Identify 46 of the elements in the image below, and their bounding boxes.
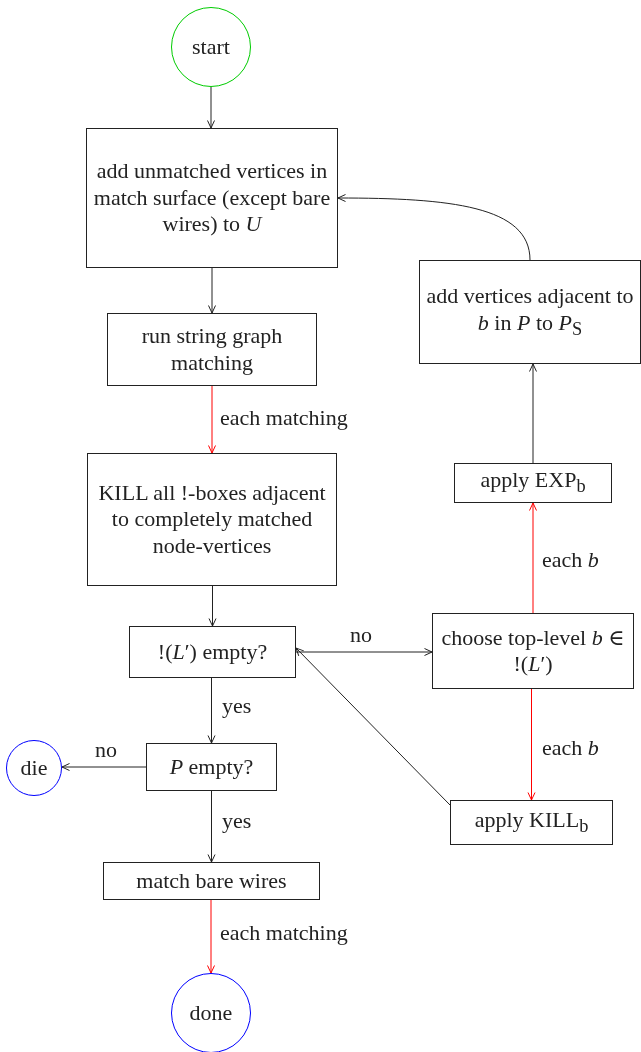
process-box	[107, 313, 317, 386]
process-box	[86, 128, 338, 268]
arrow	[207, 790, 216, 863]
node-label: match bare wires	[136, 867, 287, 895]
edge-label: no	[95, 737, 117, 764]
node-label: !(L′) empty?	[157, 638, 268, 666]
process-box	[129, 626, 296, 678]
process-box	[432, 613, 634, 689]
process-box	[87, 453, 337, 586]
process-box	[419, 260, 641, 364]
node-label: run string graph matching	[140, 323, 284, 376]
arrow	[207, 899, 215, 974]
node-label: KILL all !-boxes adjacent to completely matched node-vertices	[97, 479, 327, 560]
node-label: apply KILL$_{b}$	[474, 806, 589, 839]
node-label: add unmatched vertices in match surface (except bare wires) to U	[93, 158, 331, 238]
edge-label: each b	[542, 735, 599, 762]
terminal-circle	[6, 740, 62, 796]
arrow	[208, 267, 216, 314]
edge-label: yes	[222, 693, 252, 720]
node-label: start	[192, 33, 230, 61]
edge-label: no	[350, 622, 372, 649]
arrow	[529, 363, 537, 464]
arrow	[61, 763, 147, 771]
process-box	[450, 800, 613, 845]
node-label: add vertices adjacent to b in P to P$_{S}$	[426, 283, 634, 341]
arrow	[207, 677, 216, 744]
arrow	[207, 86, 215, 129]
arrow	[208, 385, 216, 454]
process-box	[103, 862, 320, 900]
arrow	[529, 502, 537, 614]
arrow	[208, 585, 217, 627]
node-label: done	[189, 999, 233, 1027]
node-label: choose top-level b ∈ !(L′)	[440, 624, 626, 678]
node-label: die	[20, 754, 48, 782]
process-box	[146, 743, 277, 791]
arrow	[295, 648, 433, 656]
node-label: apply EXP$_{b}$	[480, 467, 586, 499]
arrow	[337, 194, 531, 261]
arrow	[295, 647, 451, 806]
edge-label: yes	[222, 808, 252, 835]
arrow	[527, 688, 536, 801]
node-label: P empty?	[169, 753, 254, 781]
edge-label: each b	[542, 547, 599, 574]
edge-label: each matching	[220, 920, 348, 947]
process-box	[454, 463, 612, 503]
edge-label: each matching	[220, 405, 348, 432]
